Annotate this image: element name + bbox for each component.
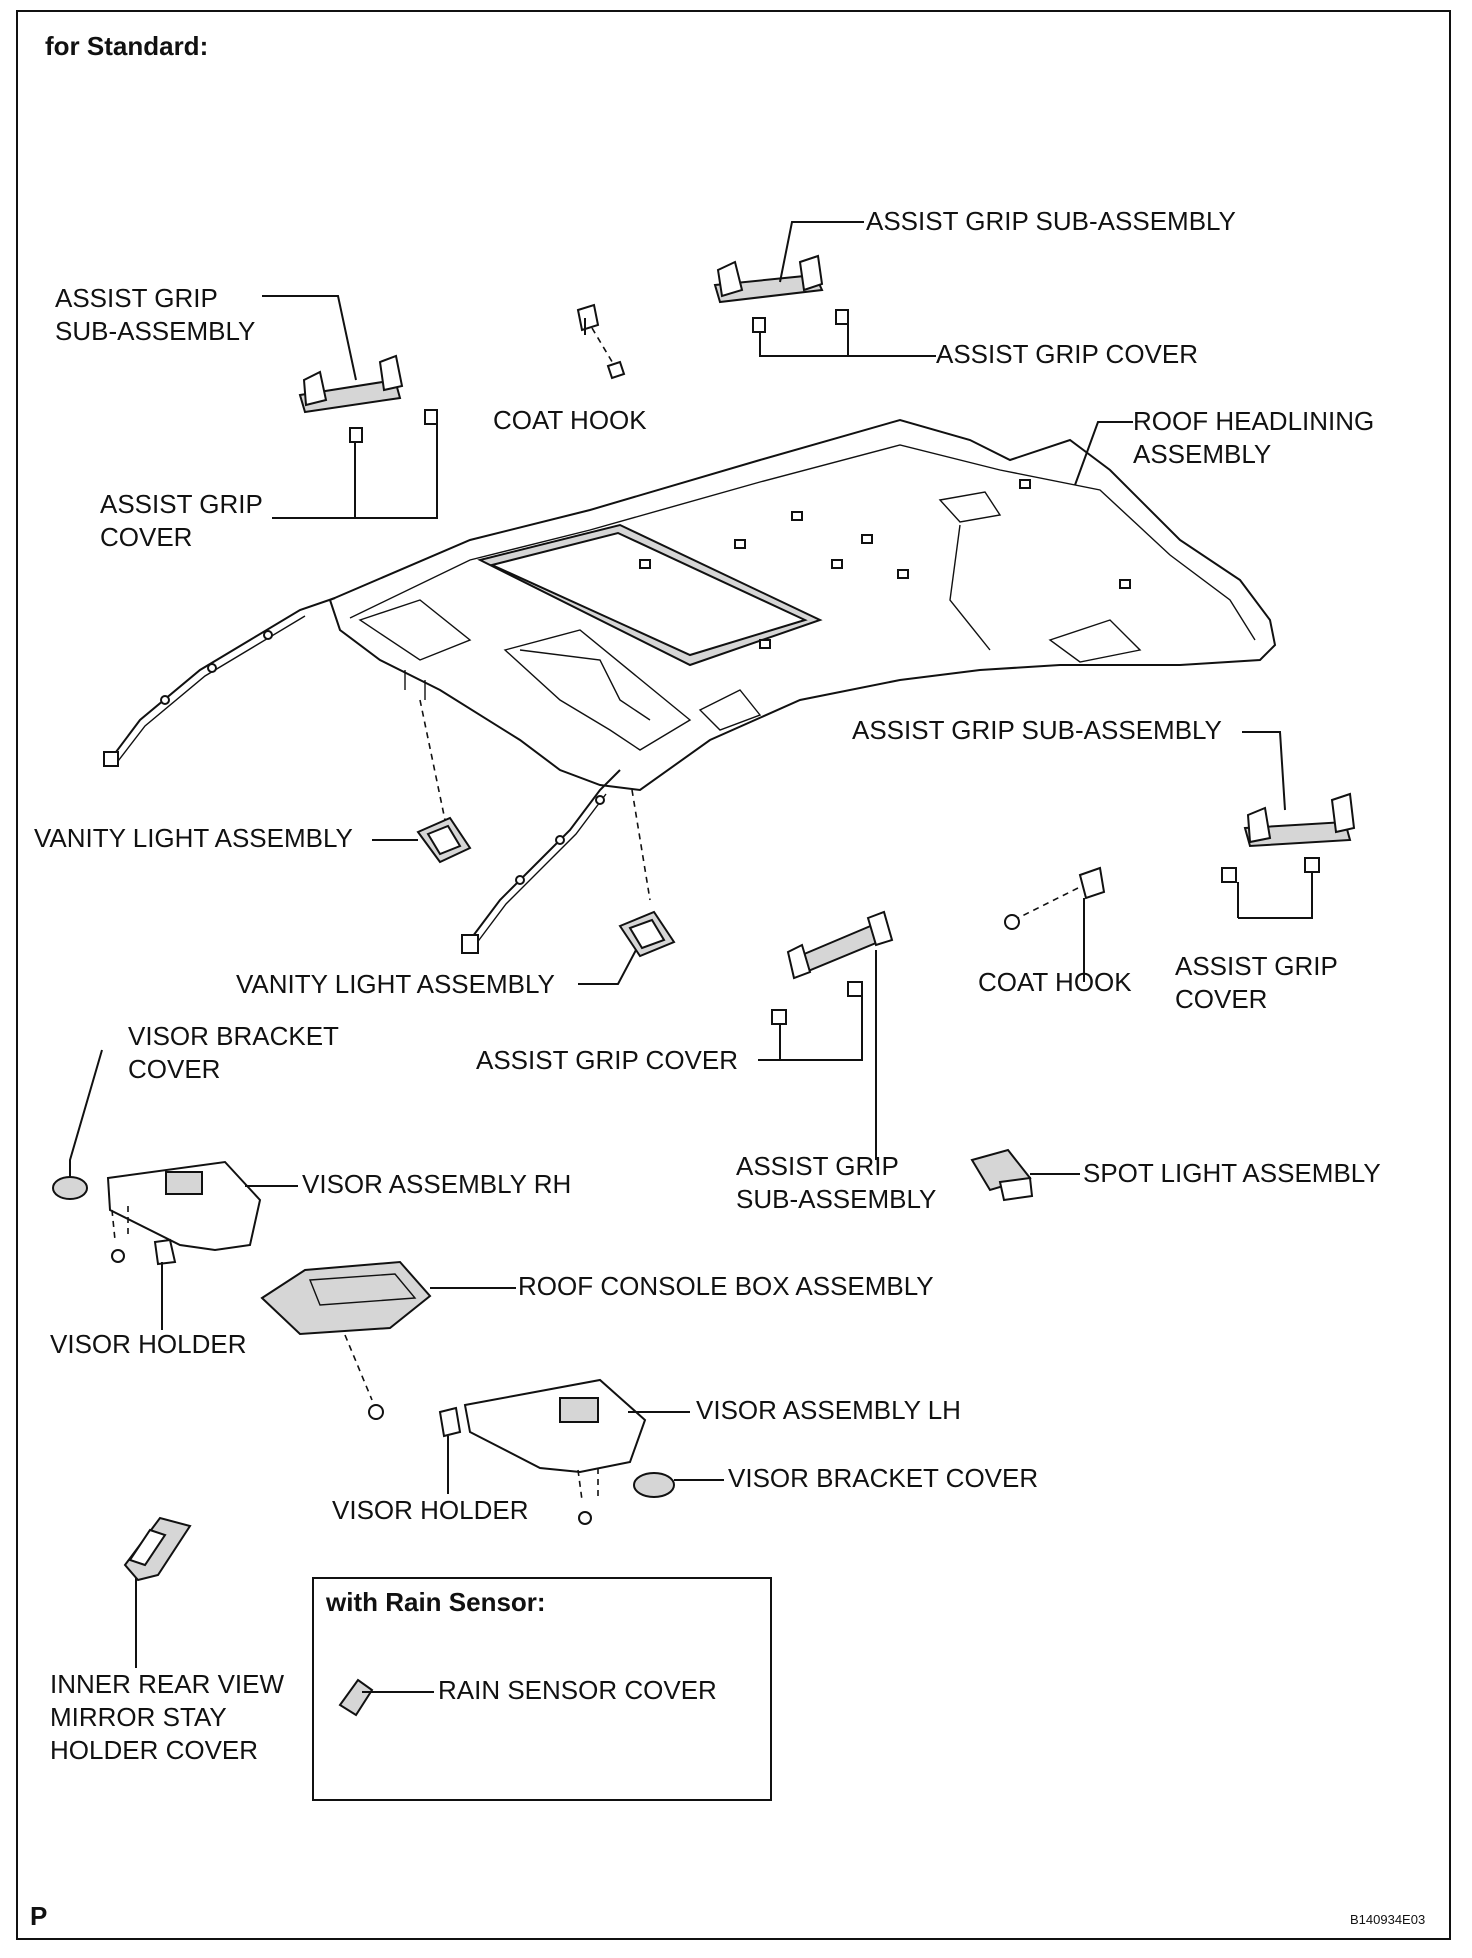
label-vanity-light-assembly-lower: VANITY LIGHT ASSEMBLY: [236, 969, 555, 999]
label-vanity-light-assembly-upper: VANITY LIGHT ASSEMBLY: [34, 823, 353, 853]
label-visor-assembly-lh: VISOR ASSEMBLY LH: [696, 1395, 961, 1425]
label-coat-hook-top: COAT HOOK: [493, 405, 647, 435]
label-assist-grip-sub-assembly-left: ASSIST GRIP SUB-ASSEMBLY: [55, 283, 256, 346]
page-marker: P: [30, 1901, 48, 1931]
diagram-frame: [16, 10, 1451, 1940]
label-assist-grip-sub-assembly-top: ASSIST GRIP SUB-ASSEMBLY: [866, 206, 1236, 236]
coat-hook-drawings: [576, 303, 1106, 930]
label-visor-holder-left: VISOR HOLDER: [50, 1329, 247, 1359]
label-assist-grip-sub-assembly-middle: ASSIST GRIP SUB-ASSEMBLY: [736, 1151, 937, 1214]
label-visor-bracket-cover-left: VISOR BRACKET COVER: [128, 1021, 339, 1084]
label-assist-grip-cover-top: ASSIST GRIP COVER: [936, 339, 1199, 369]
leader-lines: [69, 221, 1313, 1668]
label-spot-light-assembly: SPOT LIGHT ASSEMBLY: [1083, 1158, 1381, 1188]
label-visor-assembly-rh: VISOR ASSEMBLY RH: [302, 1169, 572, 1199]
assist-grip-drawings: [298, 254, 1356, 1025]
spot-light-drawing: [970, 1148, 1034, 1202]
roof-headlining-drawing: [103, 418, 1277, 954]
drawing-code: B140934E03: [1350, 1912, 1426, 1927]
label-visor-bracket-cover-right: VISOR BRACKET COVER: [728, 1463, 1039, 1493]
label-inner-rear-view-mirror-stay-holder-cover: INNER REAR VIEW MIRROR STAY HOLDER COVER: [50, 1669, 285, 1765]
label-coat-hook-right: COAT HOOK: [978, 967, 1132, 997]
label-assist-grip-cover-left: ASSIST GRIP COVER: [100, 489, 263, 552]
label-roof-console-box-assembly: ROOF CONSOLE BOX ASSEMBLY: [518, 1271, 934, 1301]
visor-and-console-drawings: [52, 1160, 675, 1525]
label-assist-grip-cover-middle: ASSIST GRIP COVER: [476, 1045, 739, 1075]
page-title: for Standard:: [45, 31, 209, 61]
vanity-light-drawings: [416, 699, 676, 958]
label-visor-holder-right: VISOR HOLDER: [332, 1495, 529, 1525]
label-roof-headlining-assembly: ROOF HEADLINING ASSEMBLY: [1133, 406, 1375, 469]
inset-title: with Rain Sensor:: [326, 1587, 546, 1617]
label-assist-grip-sub-assembly-right: ASSIST GRIP SUB-ASSEMBLY: [852, 715, 1222, 745]
label-assist-grip-cover-right: ASSIST GRIP COVER: [1175, 951, 1338, 1014]
mirror-stay-cover-drawing: [123, 1516, 192, 1582]
label-rain-sensor-cover: RAIN SENSOR COVER: [438, 1675, 717, 1705]
rain-sensor-inset: [312, 1577, 772, 1801]
